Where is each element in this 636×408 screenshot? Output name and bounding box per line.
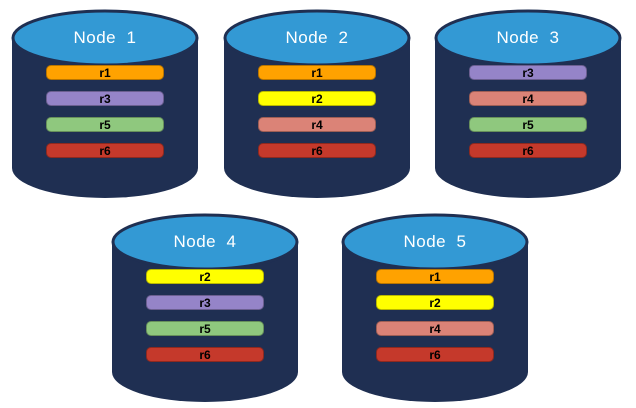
node-title: Node 1 [73,28,137,47]
replica-list: r2 r3 r5 r6 [146,269,264,362]
replica-bar-r6: r6 [146,347,264,362]
replica-bar-r5: r5 [46,117,164,132]
replica-bar-r2: r2 [258,91,376,106]
node-title: Node 5 [403,232,467,251]
replica-bar-r4: r4 [469,91,587,106]
replica-bar-r3: r3 [469,65,587,80]
replica-bar-r3: r3 [46,91,164,106]
replica-bar-r1: r1 [376,269,494,284]
db-node-5: Node 5 r1 r2 r4 r6 [340,212,530,404]
replica-bar-r6: r6 [469,143,587,158]
replica-list: r3 r4 r5 r6 [469,65,587,158]
replica-bar-r6: r6 [376,347,494,362]
node-title: Node 4 [173,232,237,251]
db-node-3: Node 3 r3 r4 r5 r6 [433,8,623,200]
replica-bar-r5: r5 [469,117,587,132]
replica-bar-r3: r3 [146,295,264,310]
replica-bar-r6: r6 [258,143,376,158]
replica-bar-r2: r2 [146,269,264,284]
replica-bar-r1: r1 [46,65,164,80]
node-title: Node 2 [285,28,349,47]
replica-bar-r2: r2 [376,295,494,310]
replica-list: r1 r2 r4 r6 [258,65,376,158]
replica-list: r1 r3 r5 r6 [46,65,164,158]
replica-bar-r4: r4 [376,321,494,336]
replica-bar-r5: r5 [146,321,264,336]
db-node-1: Node 1 r1 r3 r5 r6 [10,8,200,200]
db-node-2: Node 2 r1 r2 r4 r6 [222,8,412,200]
replica-list: r1 r2 r4 r6 [376,269,494,362]
replica-bar-r1: r1 [258,65,376,80]
replica-bar-r4: r4 [258,117,376,132]
node-title: Node 3 [496,28,560,47]
db-node-4: Node 4 r2 r3 r5 r6 [110,212,300,404]
replica-bar-r6: r6 [46,143,164,158]
